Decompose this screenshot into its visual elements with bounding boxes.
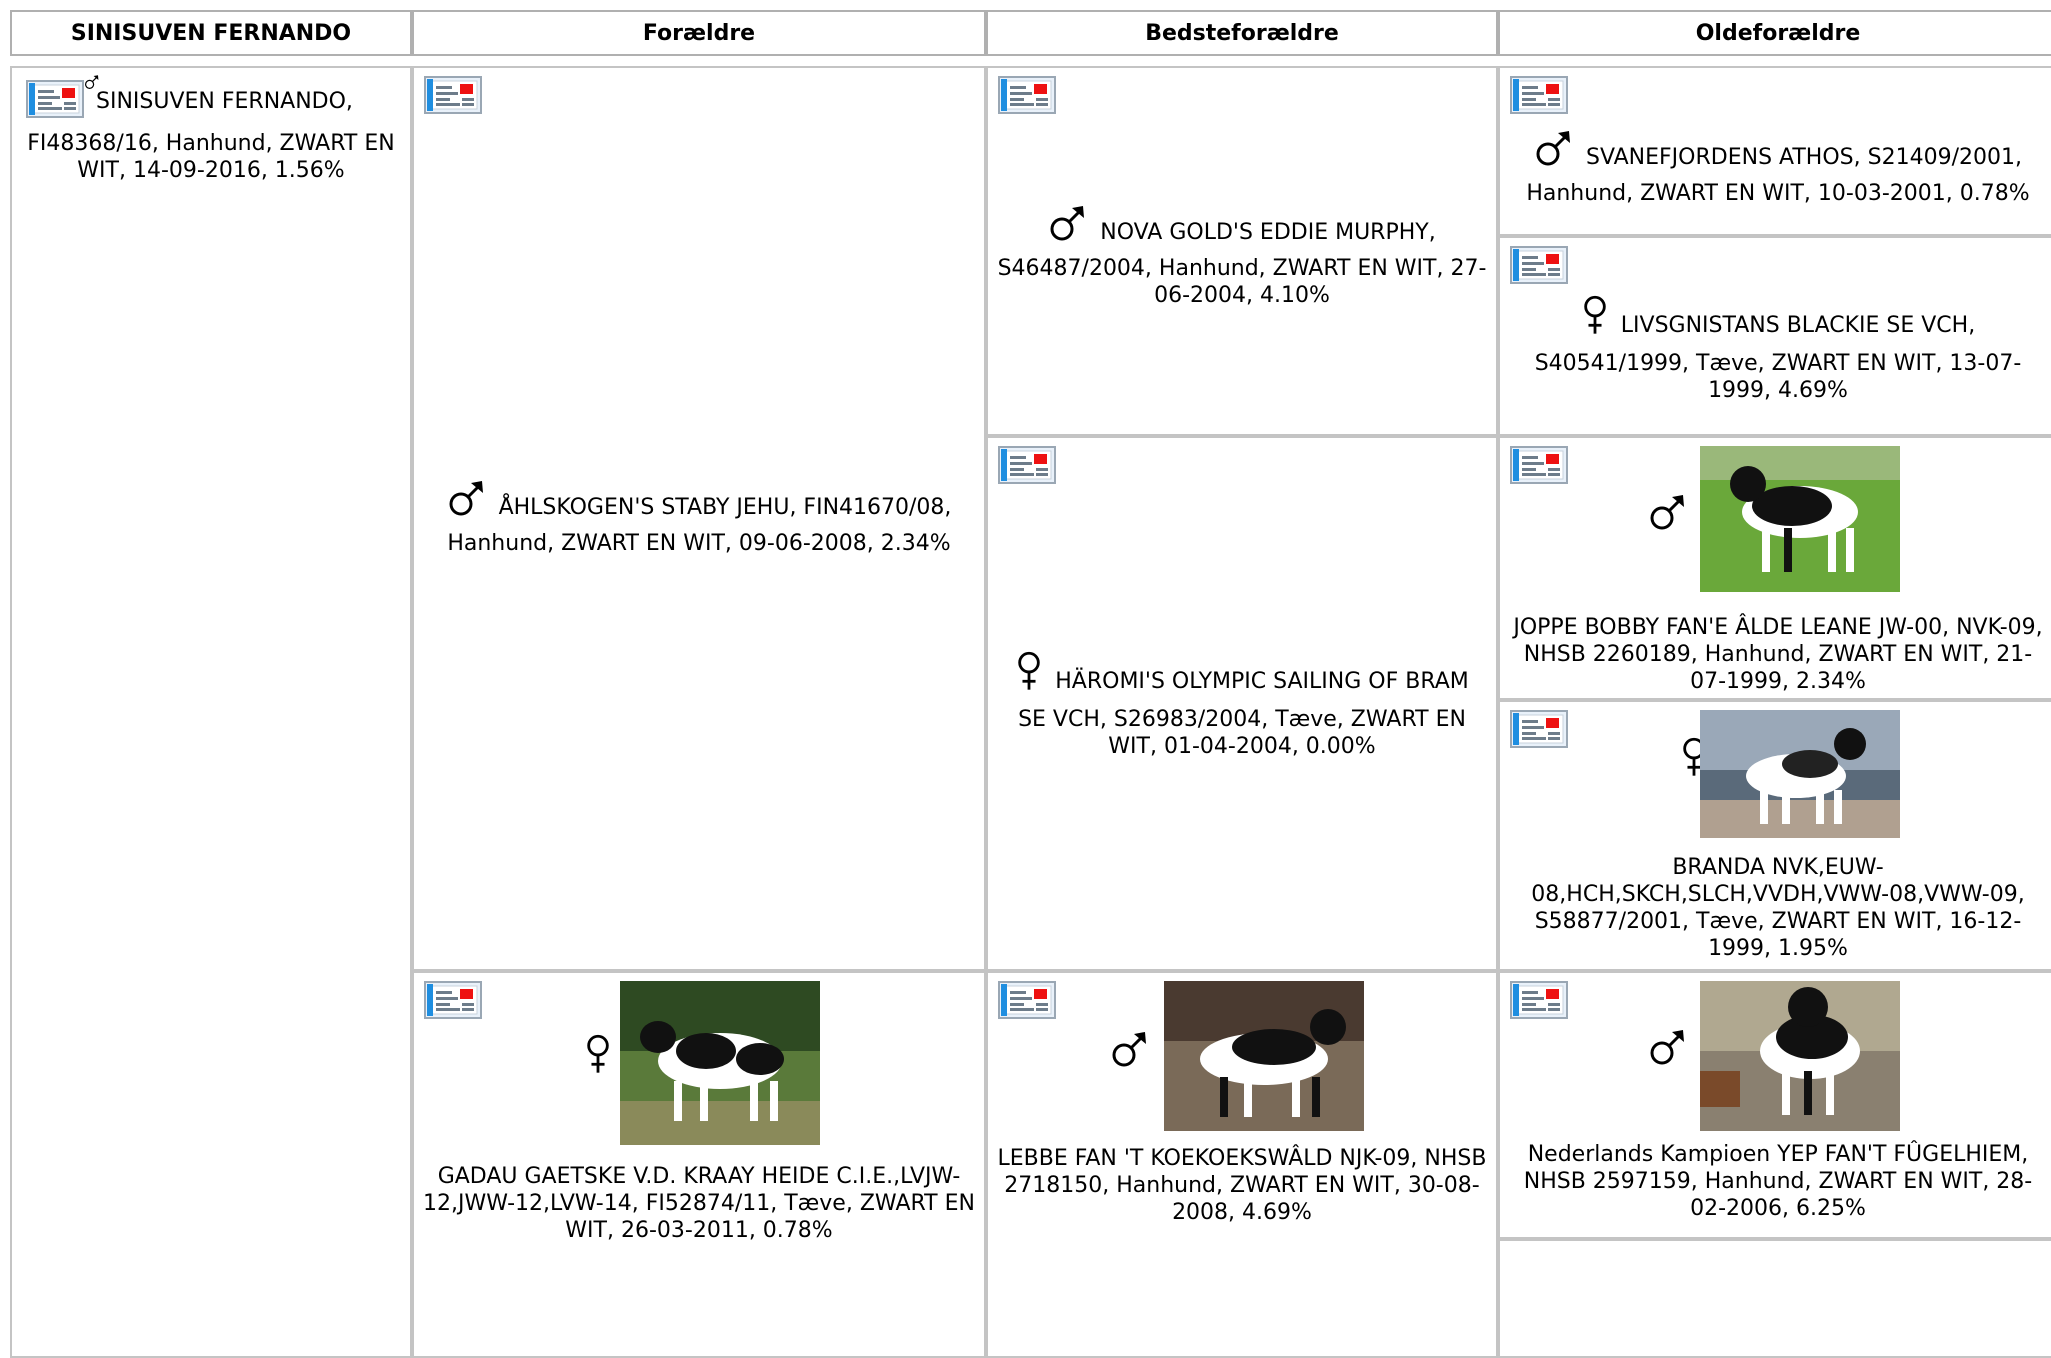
- female-icon: [584, 1033, 612, 1075]
- header-parents: Forældre: [412, 10, 986, 56]
- profile-card-icon[interactable]: [1510, 76, 1568, 114]
- dog-details-sd-sire-2: 07-1999, 2.34%: [1690, 669, 1866, 694]
- dog-details-sire-dam-1: SE VCH, S26983/2004, Tæve, ZWART EN: [1018, 707, 1466, 732]
- cell-sire-sire: NOVA GOLD'S EDDIE MURPHY, S46487/2004, H…: [986, 66, 1498, 436]
- dog-photo-dam-sire[interactable]: [1164, 981, 1364, 1131]
- dog-details-sire-sire-2: 06-2004, 4.10%: [1154, 283, 1330, 308]
- dog-entry-sire-dam: HÄROMI'S OLYMPIC SAILING OF BRAM: [988, 650, 1496, 695]
- cell-dam: GADAU GAETSKE V.D. KRAAY HEIDE C.I.E.,LV…: [412, 971, 986, 1358]
- cell-ss-sire: SVANEFJORDENS ATHOS, S21409/2001, Hanhun…: [1498, 66, 2051, 236]
- dog-details-ss-sire: Hanhund, ZWART EN WIT, 10-03-2001, 0.78%: [1526, 181, 2030, 206]
- dog-details-dam-sire[interactable]: LEBBE FAN 'T KOEKOEKSWÂLD NJK-09, NHSB 2…: [997, 1146, 1487, 1225]
- female-icon: [1581, 294, 1609, 336]
- male-icon: [447, 478, 487, 518]
- header-self: SINISUVEN FERNANDO: [10, 10, 412, 56]
- dog-details-sire: Hanhund, ZWART EN WIT, 09-06-2008, 2.34%: [447, 531, 951, 556]
- profile-card-icon[interactable]: [998, 76, 1056, 114]
- dog-details-sd-dam-3: 1999, 1.95%: [1708, 936, 1848, 961]
- dog-photo-sd-sire[interactable]: [1700, 446, 1900, 592]
- dog-details-ss-dam-2: 1999, 4.69%: [1708, 378, 1848, 403]
- cell-sire: ÅHLSKOGEN'S STABY JEHU, FIN41670/08, Han…: [412, 66, 986, 971]
- profile-card-icon[interactable]: [424, 76, 482, 114]
- male-icon: [1648, 492, 1688, 532]
- dog-details-sire-sire-1: S46487/2004, Hanhund, ZWART EN WIT, 27-: [997, 256, 1487, 281]
- pedigree-grid: SINISUVEN FERNANDO, FI48368/16, Hanhund,…: [10, 66, 2051, 1358]
- cell-ds-dam: [1498, 1239, 2051, 1358]
- female-icon: [1015, 650, 1043, 692]
- cell-dam-sire: LEBBE FAN 'T KOEKOEKSWÂLD NJK-09, NHSB 2…: [986, 971, 1498, 1358]
- profile-card-icon[interactable]: [424, 981, 482, 1019]
- profile-card-icon[interactable]: [998, 981, 1056, 1019]
- dog-details-sd-dam-2: S58877/2001, Tæve, ZWART EN WIT, 16-12-: [1534, 909, 2022, 934]
- dog-name-self[interactable]: SINISUVEN FERNANDO,: [96, 89, 353, 114]
- dog-name-ds-sire[interactable]: Nederlands Kampioen YEP FAN'T FÛGELHIEM,: [1527, 1142, 2029, 1167]
- profile-card-icon[interactable]: [1510, 710, 1568, 748]
- dog-name-sire-dam[interactable]: HÄROMI'S OLYMPIC SAILING OF BRAM: [1055, 669, 1469, 694]
- male-icon: [1048, 203, 1088, 243]
- profile-card-icon[interactable]: [26, 80, 84, 118]
- dog-details-self-1: FI48368/16, Hanhund, ZWART EN: [27, 131, 395, 156]
- cell-ds-sire: Nederlands Kampioen YEP FAN'T FÛGELHIEM,…: [1498, 971, 2051, 1239]
- dog-photo-sd-dam[interactable]: [1700, 710, 1900, 838]
- cell-ss-dam: LIVSGNISTANS BLACKIE SE VCH, S40541/1999…: [1498, 236, 2051, 436]
- dog-name-ss-sire[interactable]: SVANEFJORDENS ATHOS, S21409/2001,: [1586, 145, 2022, 170]
- dog-entry-ss-sire: SVANEFJORDENS ATHOS, S21409/2001,: [1500, 128, 2051, 171]
- profile-card-icon[interactable]: [1510, 246, 1568, 284]
- profile-card-icon[interactable]: [1510, 981, 1568, 1019]
- dog-details-sire-dam-2: WIT, 01-04-2004, 0.00%: [1108, 734, 1376, 759]
- cell-sd-sire: JOPPE BOBBY FAN'E ÂLDE LEANE JW-00, NVK-…: [1498, 436, 2051, 700]
- dog-entry-sire-sire: NOVA GOLD'S EDDIE MURPHY,: [988, 203, 1496, 246]
- dog-details-ds-sire-1: NHSB 2597159, Hanhund, ZWART EN WIT, 28-: [1523, 1169, 2033, 1194]
- dog-entry-ss-dam: LIVSGNISTANS BLACKIE SE VCH,: [1500, 294, 2051, 339]
- profile-card-icon[interactable]: [998, 446, 1056, 484]
- male-icon: [1534, 128, 1574, 168]
- dog-details-dam[interactable]: GADAU GAETSKE V.D. KRAAY HEIDE C.I.E.,LV…: [423, 1164, 975, 1243]
- profile-card-icon[interactable]: [1510, 446, 1568, 484]
- dog-name-sire[interactable]: ÅHLSKOGEN'S STABY JEHU, FIN41670/08,: [498, 495, 952, 520]
- dog-details-ds-sire-2: 02-2006, 6.25%: [1690, 1196, 1866, 1221]
- dog-details-sd-dam-1: 08,HCH,SKCH,SLCH,VVDH,VWW-08,VWW-09,: [1531, 882, 2025, 907]
- dog-details-sd-sire-1: NHSB 2260189, Hanhund, ZWART EN WIT, 21-: [1523, 642, 2033, 667]
- header-greatgrandparents: Oldeforældre: [1498, 10, 2051, 56]
- dog-name-sd-dam[interactable]: BRANDA NVK,EUW-: [1672, 855, 1884, 880]
- dog-name-sire-sire[interactable]: NOVA GOLD'S EDDIE MURPHY,: [1100, 220, 1436, 245]
- dog-name-sd-sire[interactable]: JOPPE BOBBY FAN'E ÂLDE LEANE JW-00, NVK-…: [1513, 615, 2043, 640]
- header-grandparents: Bedsteforældre: [986, 10, 1498, 56]
- dog-details-ss-dam-1: S40541/1999, Tæve, ZWART EN WIT, 13-07-: [1534, 351, 2022, 376]
- pedigree-header-row: SINISUVEN FERNANDO Forældre Bedsteforæld…: [10, 10, 2051, 56]
- dog-details-self-2: WIT, 14-09-2016, 1.56%: [77, 158, 345, 183]
- dog-photo-ds-sire[interactable]: [1700, 981, 1900, 1131]
- male-icon: [1110, 1029, 1150, 1069]
- dog-photo-dam[interactable]: [620, 981, 820, 1145]
- dog-name-ss-dam[interactable]: LIVSGNISTANS BLACKIE SE VCH,: [1620, 313, 1976, 338]
- cell-self: SINISUVEN FERNANDO, FI48368/16, Hanhund,…: [10, 66, 412, 1358]
- dog-entry-sire: ÅHLSKOGEN'S STABY JEHU, FIN41670/08,: [414, 478, 984, 521]
- cell-sire-dam: HÄROMI'S OLYMPIC SAILING OF BRAM SE VCH,…: [986, 436, 1498, 971]
- male-icon: [1648, 1027, 1688, 1067]
- cell-sd-dam: BRANDA NVK,EUW- 08,HCH,SKCH,SLCH,VVDH,VW…: [1498, 700, 2051, 971]
